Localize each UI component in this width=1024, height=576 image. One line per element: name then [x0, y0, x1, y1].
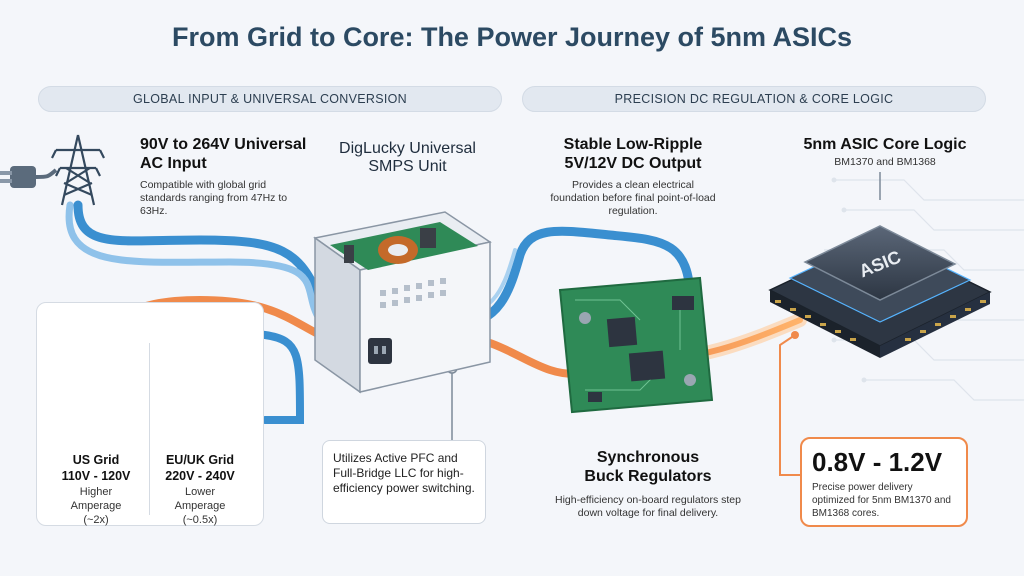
core-voltage-desc: Precise power delivery optimized for 5nm… — [812, 482, 951, 519]
ac-plug-icon — [0, 166, 58, 188]
us-grid-label: US Grid 110V - 120V Higher Amperage (~2x… — [46, 452, 146, 527]
asic-chip-illustration — [768, 225, 992, 358]
ac-input-cables — [65, 200, 325, 324]
panel-divider — [149, 343, 150, 515]
eu-grid-note: Lower Amperage (~0.5x) — [174, 486, 226, 526]
asic-title: 5nm ASIC Core Logic — [803, 136, 967, 153]
smps-unit-illustration — [313, 211, 492, 394]
dc-output-cable — [450, 226, 695, 330]
buck-desc: High-efficiency on-board regulators step… — [555, 494, 741, 519]
section-header-dc-regulation: PRECISION DC REGULATION & CORE LOGIC — [522, 86, 986, 112]
eu-grid-label: EU/UK Grid 220V - 240V Lower Amperage (~… — [150, 452, 250, 527]
buck-title: Synchronous Buck Regulators — [584, 449, 712, 485]
grid-comparison-panel — [36, 302, 264, 526]
buck-block: Synchronous Buck Regulators High-efficie… — [548, 448, 748, 520]
smps-title: DigLucky Universal SMPS Unit — [339, 140, 476, 175]
dc-output-desc: Provides a clean electrical foundation b… — [550, 179, 716, 217]
us-grid-note: Higher Amperage (~2x) — [70, 486, 122, 526]
core-voltage-box: 0.8V - 1.2V Precise power delivery optim… — [800, 437, 968, 527]
asic-block: 5nm ASIC Core Logic BM1370 and BM1368 — [800, 135, 970, 169]
buck-regulator-pcb — [558, 276, 714, 414]
ac-input-block: 90V to 264V Universal AC Input Compatibl… — [140, 135, 310, 218]
power-tower-icon — [51, 134, 105, 206]
dc-output-title: Stable Low-Ripple 5V/12V DC Output — [563, 136, 703, 172]
section-header-global-input: GLOBAL INPUT & UNIVERSAL CONVERSION — [38, 86, 502, 112]
dc-output-block: Stable Low-Ripple 5V/12V DC Output Provi… — [548, 135, 718, 218]
voltage-callout-line — [779, 334, 800, 476]
pfc-note-box: Utilizes Active PFC and Full-Bridge LLC … — [322, 440, 486, 524]
page-title: From Grid to Core: The Power Journey of … — [171, 22, 853, 52]
asic-sub: BM1370 and BM1368 — [834, 156, 936, 168]
ac-input-desc: Compatible with global grid standards ra… — [140, 179, 288, 217]
eu-grid-title: EU/UK Grid — [165, 453, 235, 467]
core-voltage-value: 0.8V - 1.2V — [812, 447, 943, 477]
us-grid-range: 110V - 120V — [61, 469, 131, 483]
ac-input-title: 90V to 264V Universal AC Input — [140, 136, 307, 172]
us-grid-title: US Grid — [72, 453, 120, 467]
eu-grid-range: 220V - 240V — [165, 469, 235, 483]
